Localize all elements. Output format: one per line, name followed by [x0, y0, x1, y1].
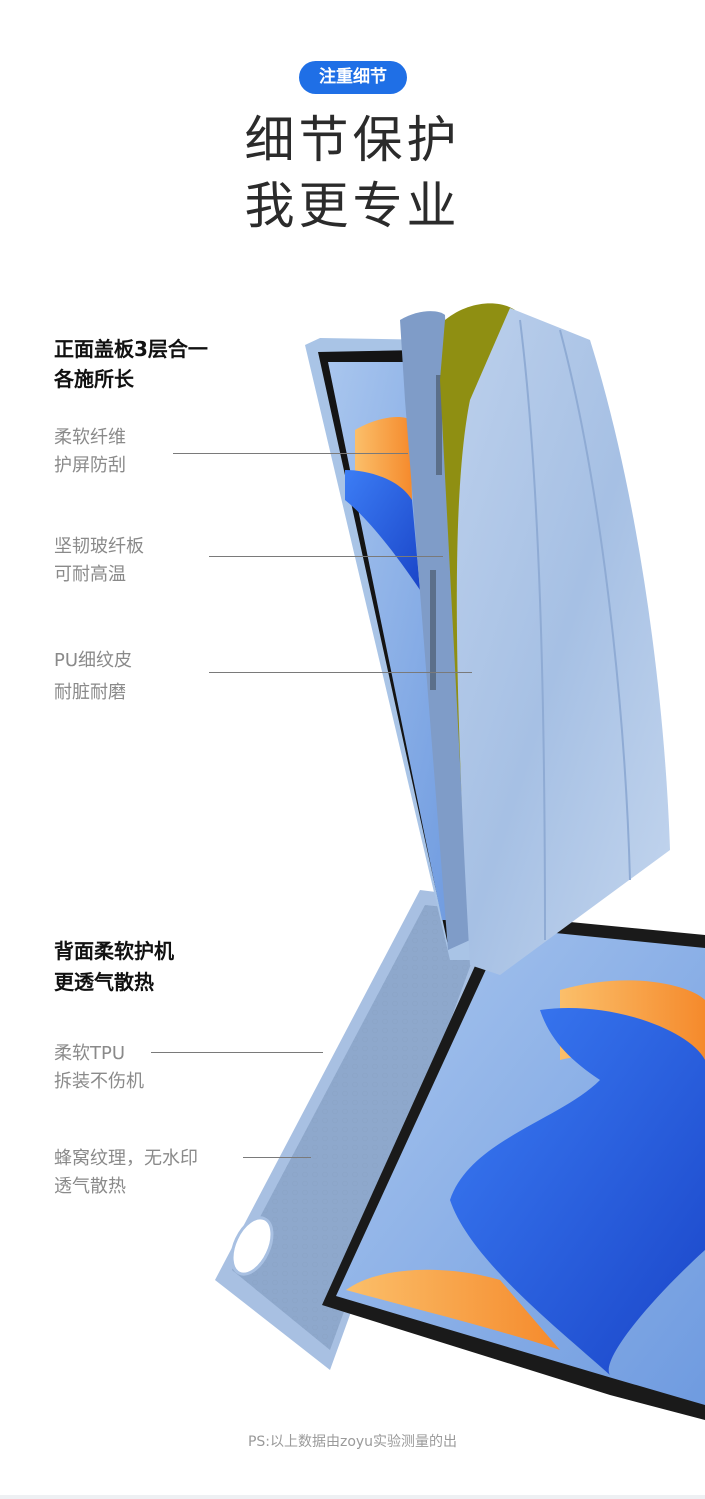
front-feature-3-line1: PU细纹皮 — [54, 650, 133, 671]
front-feature-1-leader — [173, 453, 408, 454]
front-title-line2: 各施所长 — [54, 367, 134, 391]
headline-line1: 细节保护 — [244, 111, 461, 169]
headline-line2: 我更专业 — [244, 177, 461, 235]
back-case — [215, 890, 500, 1370]
pu-leather-cover — [456, 308, 670, 975]
front-feature-3-line2: 耐脏耐磨 — [54, 682, 126, 703]
detail-badge: 注重细节 — [299, 61, 407, 94]
back-feature-1-leader — [151, 1052, 323, 1053]
back-feature-2-leader — [243, 1157, 311, 1158]
back-feature-1-line2: 拆装不伤机 — [54, 1071, 144, 1092]
bottom-divider — [0, 1495, 705, 1499]
back-title-line1: 背面柔软护机 — [54, 939, 174, 963]
front-feature-1-line1: 柔软纤维 — [54, 427, 126, 448]
front-title-line1: 正面盖板3层合一 — [54, 337, 208, 361]
front-feature-1-line2: 护屏防刮 — [54, 455, 126, 476]
footnote: PS:以上数据由zoyu实验测量的出 — [247, 1434, 458, 1450]
back-feature-1-line1: 柔软TPU — [54, 1043, 126, 1064]
tablet-bottom — [322, 915, 705, 1420]
fiber-layer — [400, 311, 470, 951]
front-feature-3-leader — [209, 672, 472, 673]
front-feature-2-line2: 可耐高温 — [54, 564, 126, 585]
front-feature-2-leader — [209, 556, 443, 557]
back-title-line2: 更透气散热 — [54, 970, 154, 994]
back-feature-2-line1: 蜂窝纹理，无水印 — [54, 1148, 198, 1169]
front-feature-2-line1: 坚韧玻纤板 — [54, 536, 144, 557]
back-feature-2-line2: 透气散热 — [54, 1176, 126, 1197]
